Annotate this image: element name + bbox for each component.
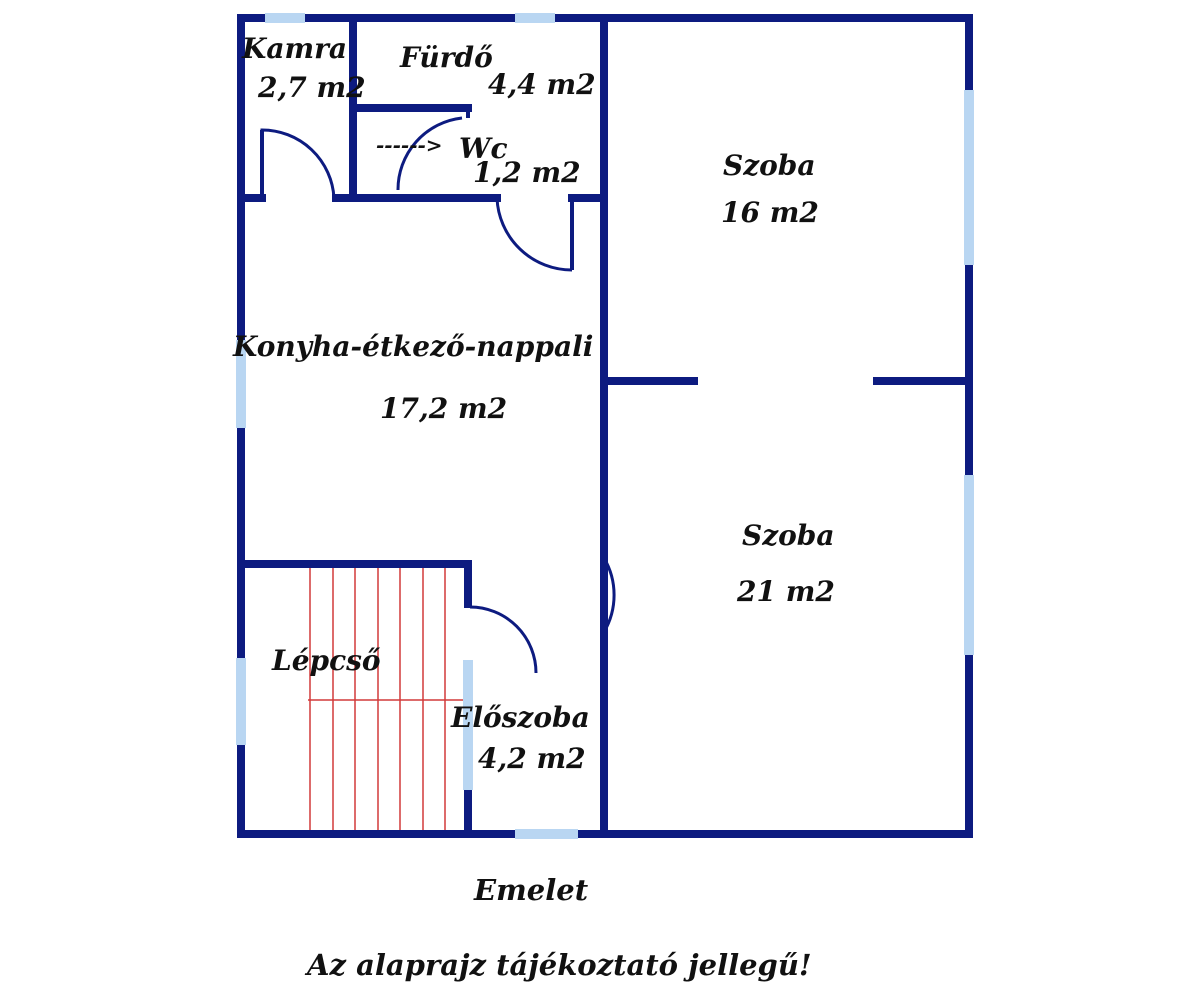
konyha-label: Konyha-étkező-nappali xyxy=(232,330,593,363)
floor-label: Emelet xyxy=(473,873,589,907)
staircase xyxy=(308,567,468,833)
szoba1-area: 16 m2 xyxy=(721,196,819,229)
eloszoba-label: Előszoba xyxy=(450,701,590,734)
disclaimer-text: Az alaprajz tájékoztató jellegű! xyxy=(304,948,812,982)
door-swings xyxy=(260,116,616,674)
szoba2-area: 21 m2 xyxy=(736,575,835,608)
walls xyxy=(237,14,973,838)
kamra-label: Kamra xyxy=(241,32,347,65)
furdo-label: Fürdő xyxy=(399,41,493,74)
wc-label: Wc xyxy=(459,132,508,165)
furdo-area: 4,4 m2 xyxy=(488,68,596,101)
wc-arrow: ------> xyxy=(376,133,443,157)
szoba2-label: Szoba xyxy=(742,519,835,552)
szoba1-label: Szoba xyxy=(723,149,816,182)
konyha-area: 17,2 m2 xyxy=(380,392,507,425)
lepcso-label: Lépcső xyxy=(271,644,381,677)
wc-area: 1,2 m2 xyxy=(473,156,581,189)
eloszoba-area: 4,2 m2 xyxy=(478,742,586,775)
kamra-area: 2,7 m2 xyxy=(257,71,366,104)
windows xyxy=(236,13,974,839)
